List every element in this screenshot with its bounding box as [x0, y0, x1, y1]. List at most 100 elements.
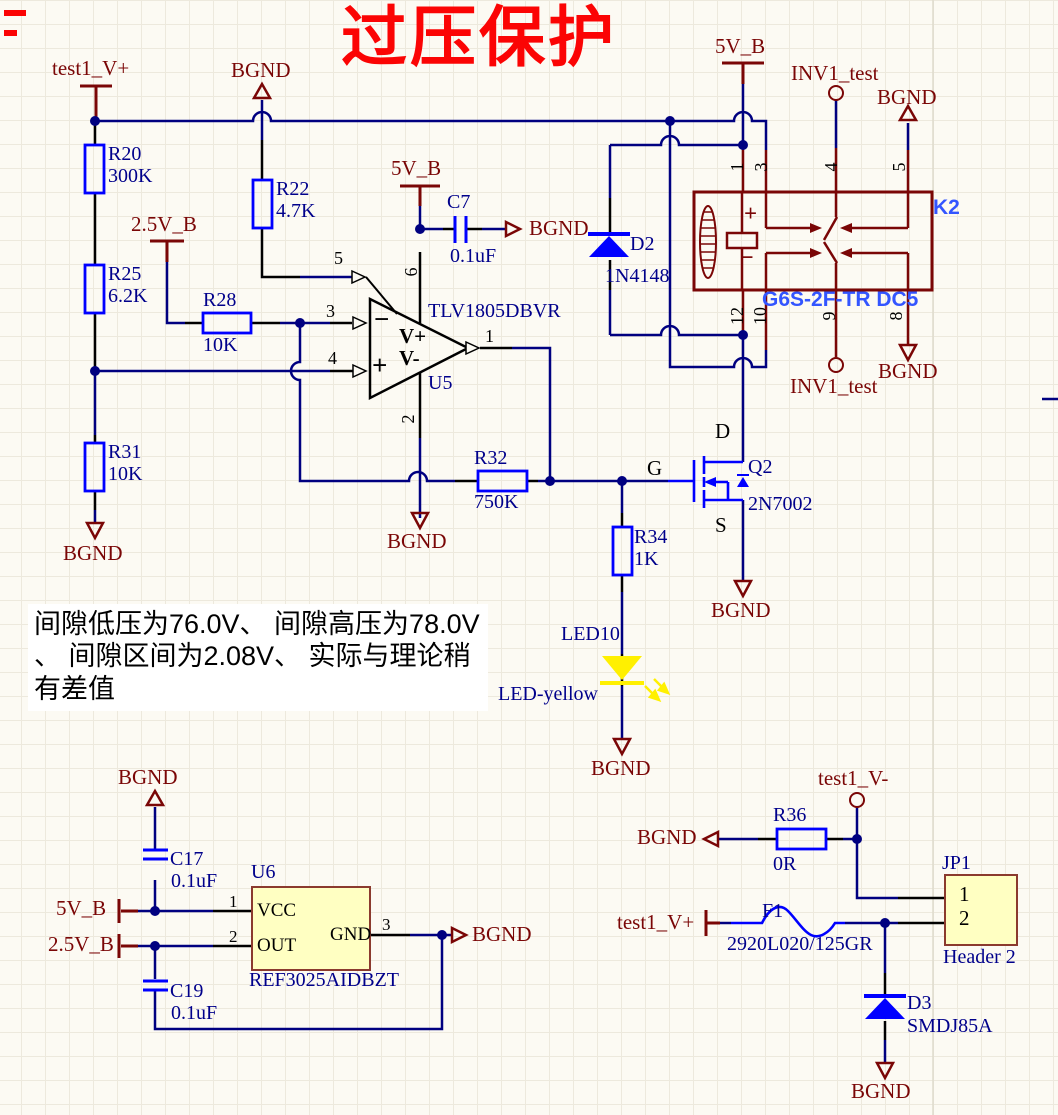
- net-label-bgnd: BGND: [387, 529, 447, 553]
- bgnd-arrow-down-icon[interactable]: [732, 579, 754, 599]
- u5-pin3-number: 3: [326, 301, 335, 321]
- label-c19-ref: C19: [170, 980, 204, 1002]
- net-label-test1-vplus: test1_V+: [617, 910, 695, 934]
- q2-gate-label: G: [647, 456, 663, 480]
- resistor-r22[interactable]: [251, 178, 274, 230]
- label-u6-value: REF3025AIDBZT: [249, 969, 399, 991]
- label-f1-ref: F1: [762, 900, 784, 922]
- diode-d2[interactable]: [588, 232, 630, 257]
- opamp-pin5-lead[interactable]: [365, 276, 398, 315]
- relay-pin-stubs[interactable]: [741, 145, 910, 357]
- net-label-bgnd: BGND: [63, 541, 123, 565]
- cropped-red-marks: [4, 10, 26, 36]
- junction-dots: [90, 116, 890, 951]
- u5-vminus-label: V-: [399, 346, 420, 370]
- k2-pin5-number: 5: [889, 162, 909, 172]
- label-r34-ref: R34: [634, 526, 668, 548]
- bgnd-arrow-down-icon[interactable]: [874, 1061, 896, 1081]
- label-d2-value: 1N4148: [605, 265, 670, 287]
- u5-inverting-mark: −: [374, 304, 390, 334]
- jp1-pin2-number: 2: [959, 906, 970, 930]
- inv1-test-port-circle[interactable]: [828, 85, 844, 101]
- label-jp1-ref: JP1: [942, 852, 971, 874]
- connector-jp1-body[interactable]: [944, 874, 1018, 946]
- u5-vplus-label: V+: [399, 324, 427, 348]
- net-label-test1-vminus: test1_V-: [818, 766, 889, 790]
- net-label-bgnd: BGND: [711, 598, 771, 622]
- diode-d3[interactable]: [864, 994, 906, 1019]
- power-bars-and-stems[interactable]: [80, 61, 764, 958]
- label-r25-ref: R25: [108, 263, 142, 285]
- net-label-test1-vplus: test1_V+: [52, 56, 130, 80]
- fuse-f1[interactable]: [731, 905, 845, 938]
- capacitor-c17[interactable]: [143, 848, 168, 861]
- label-c7-ref: C7: [447, 191, 471, 213]
- label-f1-value: 2920L020/125GR: [727, 933, 873, 955]
- net-label-bgnd: BGND: [472, 922, 532, 946]
- net-label-bgnd: BGND: [529, 216, 589, 240]
- u6-pin-out-label: OUT: [257, 935, 297, 956]
- bgnd-arrow-right-icon[interactable]: [450, 925, 469, 945]
- signal-wires[interactable]: [93, 84, 1058, 1062]
- label-r31-value: 10K: [108, 463, 143, 485]
- pin-leads[interactable]: [93, 121, 945, 1040]
- label-r20-ref: R20: [108, 143, 142, 165]
- capacitors: [143, 216, 468, 992]
- resistor-r32[interactable]: [476, 469, 529, 493]
- capacitor-c19[interactable]: [143, 979, 168, 992]
- resistor-r31[interactable]: [83, 441, 106, 493]
- mosfet-body-arrow-icon: [704, 477, 716, 487]
- opamp-u5[interactable]: [351, 269, 481, 401]
- bgnd-arrow-down-icon[interactable]: [611, 737, 633, 757]
- bgnd-arrow-up-icon[interactable]: [251, 81, 273, 100]
- resistor-r28[interactable]: [201, 311, 253, 335]
- test1-vminus-port-circle[interactable]: [849, 792, 865, 808]
- capacitor-c7[interactable]: [453, 216, 468, 243]
- u5-pin1-number: 1: [485, 326, 494, 346]
- jp1-pin1-number: 1: [959, 882, 970, 906]
- u6-pin-vcc-label: VCC: [257, 900, 297, 921]
- net-label-bgnd: BGND: [231, 58, 291, 82]
- label-k2-value: G6S-2F-TR DC5: [762, 288, 919, 311]
- bgnd-arrow-up-icon[interactable]: [897, 103, 919, 122]
- label-c17-ref: C17: [170, 848, 204, 870]
- bgnd-arrow-left-icon[interactable]: [701, 829, 720, 849]
- net-label-bgnd: BGND: [118, 765, 178, 789]
- inv1-test-port-circle[interactable]: [828, 357, 844, 373]
- label-r32-ref: R32: [474, 447, 508, 469]
- label-d3-ref: D3: [907, 992, 932, 1014]
- u6-pin1-number: 1: [229, 892, 238, 911]
- label-q2-ref: Q2: [748, 456, 773, 478]
- net-label-5v: 5V_B: [56, 896, 107, 920]
- k2-coil-plus-mark: +: [744, 201, 758, 226]
- ic-u6-body[interactable]: [251, 886, 371, 971]
- resistor-r34[interactable]: [611, 525, 634, 577]
- resistor-r20[interactable]: [83, 143, 106, 195]
- label-r36-value: 0R: [773, 853, 797, 875]
- u5-noninverting-mark: +: [372, 350, 388, 380]
- led-led10[interactable]: [600, 656, 671, 703]
- resistor-r36[interactable]: [775, 827, 828, 851]
- bgnd-arrow-up-icon[interactable]: [144, 788, 166, 807]
- bgnd-arrow-down-icon[interactable]: [897, 343, 919, 363]
- relay-k2[interactable]: [692, 190, 934, 292]
- label-u5-value: TLV1805DBVR: [428, 300, 561, 322]
- label-d3-value: SMDJ85A: [907, 1015, 993, 1037]
- label-c19-value: 0.1uF: [171, 1002, 218, 1024]
- bgnd-arrow-down-icon[interactable]: [84, 521, 106, 541]
- bgnd-arrows: [84, 81, 919, 1081]
- bgnd-arrow-right-icon[interactable]: [504, 219, 523, 239]
- mosfet-q2[interactable]: [668, 456, 749, 508]
- label-r28-value: 10K: [203, 334, 238, 356]
- label-u5-ref: U5: [428, 372, 453, 394]
- label-r36-ref: R36: [773, 804, 807, 826]
- label-q2-value: 2N7002: [748, 493, 813, 515]
- resistor-r25[interactable]: [83, 263, 106, 315]
- u5-pin6-number: 6: [401, 267, 421, 277]
- label-c7-value: 0.1uF: [450, 245, 497, 267]
- net-label-5v: 5V_B: [391, 156, 442, 180]
- label-u6-ref: U6: [251, 861, 276, 883]
- k2-pin12-number: 12: [727, 307, 747, 325]
- bgnd-arrow-down-icon[interactable]: [409, 511, 431, 531]
